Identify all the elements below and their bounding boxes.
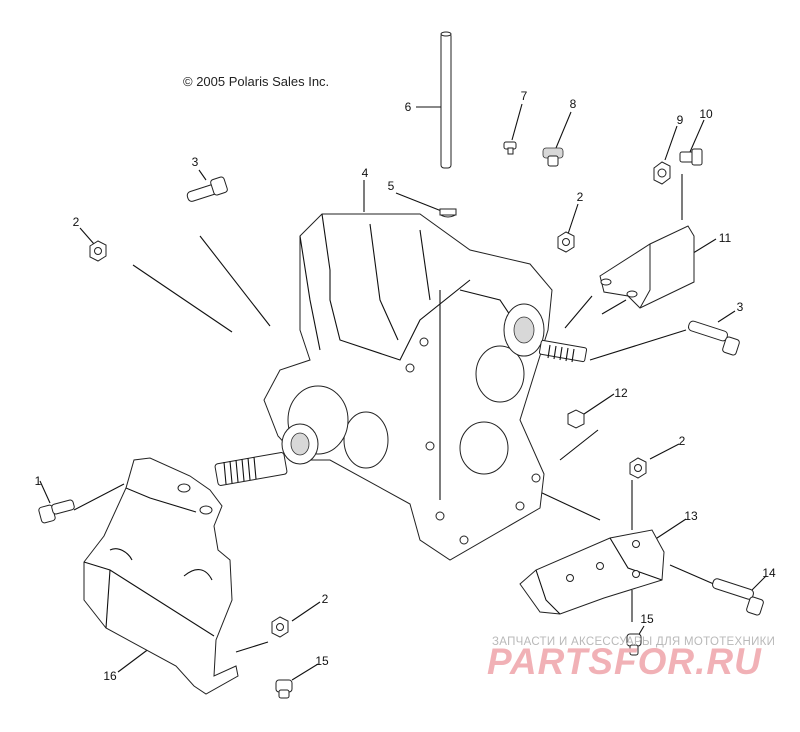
callout-10: 10	[699, 107, 713, 121]
copyright-notice: © 2005 Polaris Sales Inc.	[183, 74, 330, 89]
callout-3: 3	[736, 300, 744, 314]
bolt-part	[679, 148, 703, 166]
nut-part	[653, 161, 671, 185]
upper-bracket-part	[599, 225, 695, 309]
nut-part	[271, 616, 289, 638]
callout-3: 3	[191, 155, 199, 169]
callout-15: 15	[315, 654, 329, 668]
plug-part	[439, 208, 457, 218]
nut-part	[557, 231, 575, 253]
callout-14: 14	[762, 566, 776, 580]
front-output-shaft	[538, 339, 588, 363]
bolt-part	[38, 499, 75, 524]
bolt-part	[186, 176, 228, 202]
bolt-part	[687, 320, 740, 356]
callout-9: 9	[676, 113, 684, 127]
bolt-part	[626, 633, 642, 656]
callout-5: 5	[387, 179, 395, 193]
callout-7: 7	[520, 89, 528, 103]
callout-13: 13	[684, 509, 698, 523]
skid-bracket-part	[83, 457, 239, 695]
clip-part	[503, 141, 517, 155]
transfer-case-housing	[263, 213, 553, 561]
callout-16: 16	[103, 669, 117, 683]
leader-lines	[39, 103, 767, 681]
watermark-logo: PARTSFOR.RU	[487, 641, 762, 682]
rod-part	[440, 31, 452, 169]
callout-2: 2	[72, 215, 80, 229]
callout-15: 15	[640, 612, 654, 626]
lower-bracket-part	[519, 529, 665, 615]
bolt-part	[712, 578, 764, 616]
callout-8: 8	[569, 97, 577, 111]
nut-part	[629, 457, 647, 479]
rear-output-shaft	[214, 452, 288, 486]
callout-1: 1	[34, 474, 42, 488]
callout-2: 2	[576, 190, 584, 204]
callout-11: 11	[718, 231, 732, 245]
clamp-part	[542, 147, 564, 167]
callout-12: 12	[614, 386, 628, 400]
callout-4: 4	[361, 166, 369, 180]
watermark-subtitle: ЗАПЧАСТИ И АКСЕССУАРЫ ДЛЯ МОТОТЕХНИКИ	[492, 636, 776, 648]
callout-2: 2	[678, 434, 686, 448]
nut-part	[89, 240, 107, 262]
nut-part	[567, 409, 585, 429]
callout-2: 2	[321, 592, 329, 606]
bolt-part	[275, 679, 293, 699]
callout-6: 6	[404, 100, 412, 114]
